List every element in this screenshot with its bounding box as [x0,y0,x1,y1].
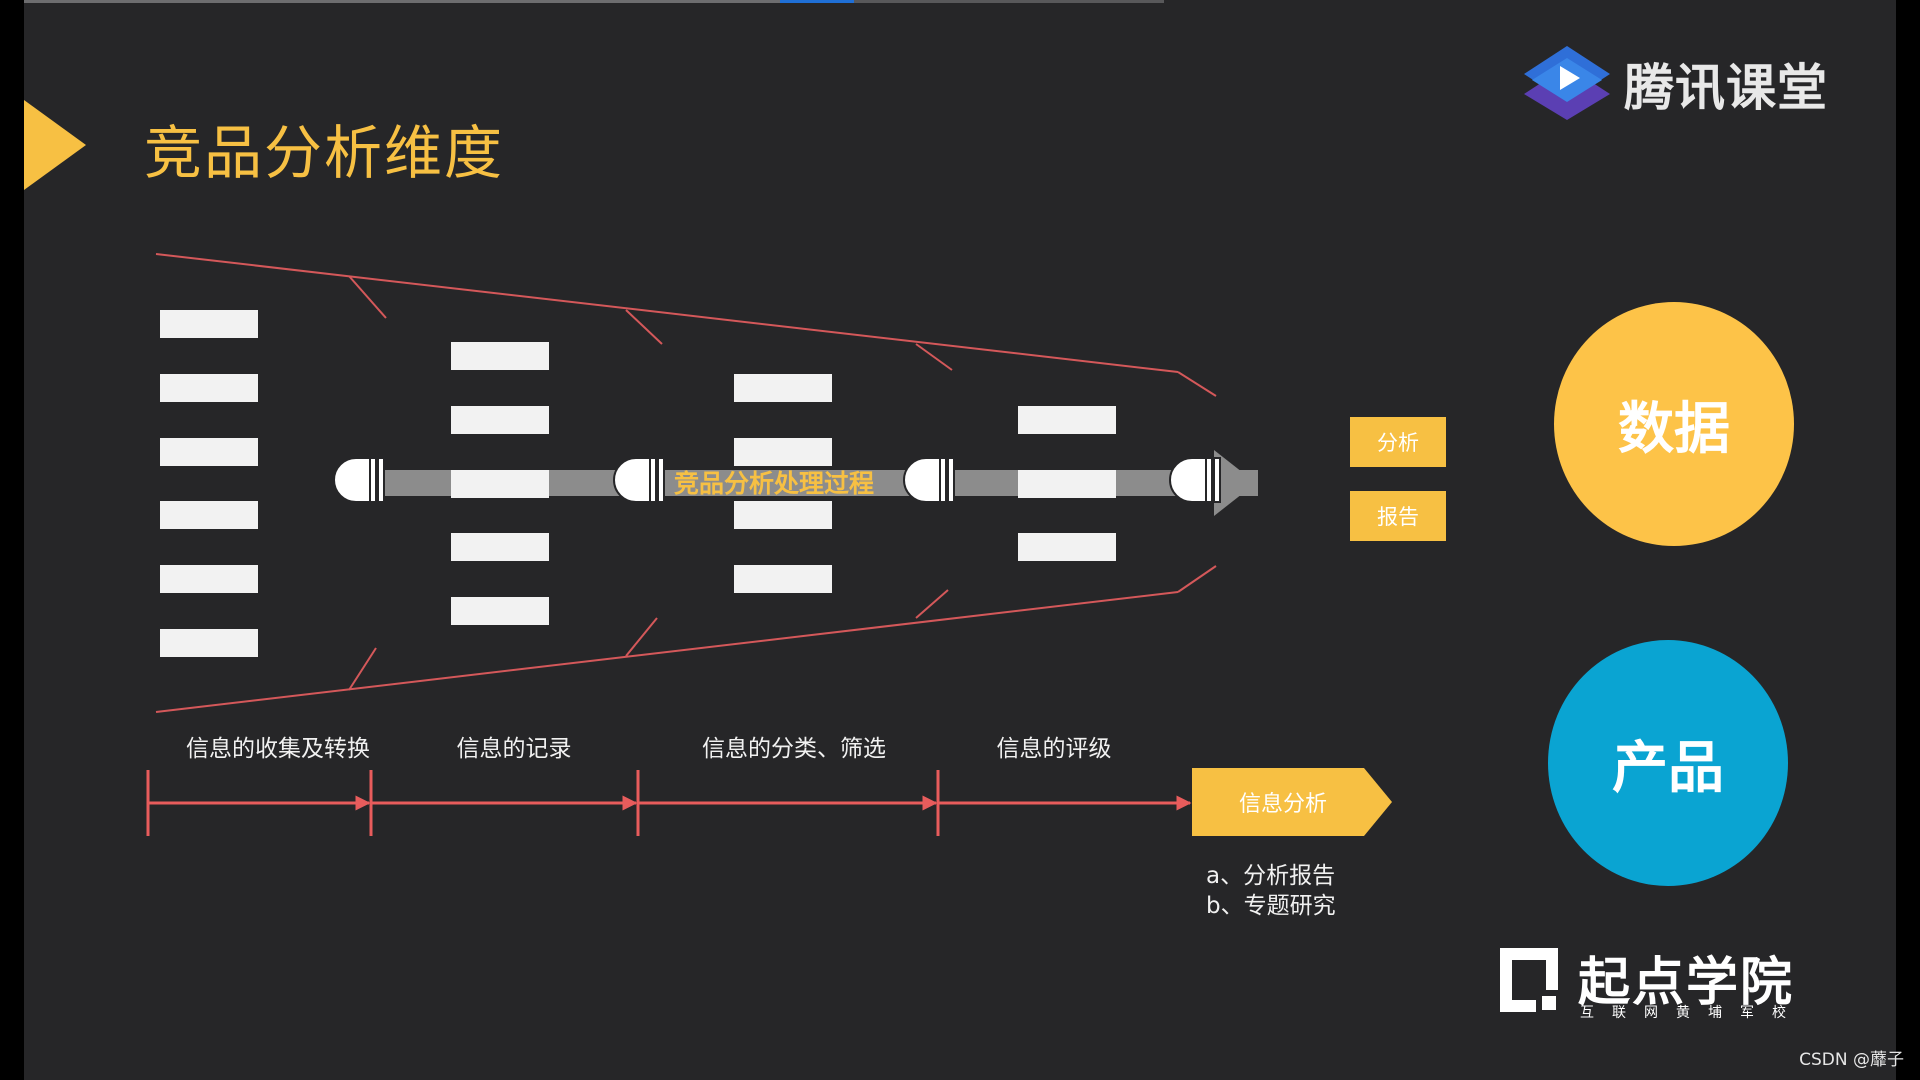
slide-title: 竞品分析维度 [144,119,505,187]
qidian-logo-icon [1500,948,1558,1012]
stage-label-classify: 信息的分类、筛选 [702,736,886,762]
info-analysis-item-a: a、分析报告 [1206,863,1336,889]
info-analysis-arrow-tag [1192,768,1392,836]
funnel-icon [155,253,1217,713]
stage-label-collect: 信息的收集及转换 [186,736,370,762]
product-circle: 产品 [1548,640,1788,886]
process-label: 竞品分析处理过程 [674,469,874,498]
data-circle: 数据 [1554,302,1794,546]
info-analysis-label: 信息分析 [1238,792,1327,817]
pipe-connectors [333,457,1221,503]
info-bars [160,310,1116,657]
output-report-box: 报告 [1350,491,1446,541]
qidian-academy-name: 起点学院 [1578,953,1795,1013]
stage-label-rating: 信息的评级 [996,736,1112,762]
top-progress-track-right [854,0,1164,3]
csdn-watermark: CSDN @蘼子 [1799,1050,1904,1070]
stage-label-record: 信息的记录 [456,736,572,762]
funnel-diagram: 竞品分析处理过程 [146,253,1258,836]
top-progress-indicator [780,0,854,3]
tencent-classroom-logo-text: 腾讯课堂 [1624,59,1828,117]
top-progress-track [24,0,780,3]
slide: 竞品分析维度 [24,0,1896,1080]
info-analysis-item-b: b、专题研究 [1206,893,1336,919]
play-icon [1524,46,1610,120]
output-analysis-box: 分析 [1350,417,1446,467]
title-marker-triangle [24,100,86,190]
timeline [146,770,1192,836]
qidian-academy-slogan: 互联网黄埔军校 [1580,1005,1804,1021]
